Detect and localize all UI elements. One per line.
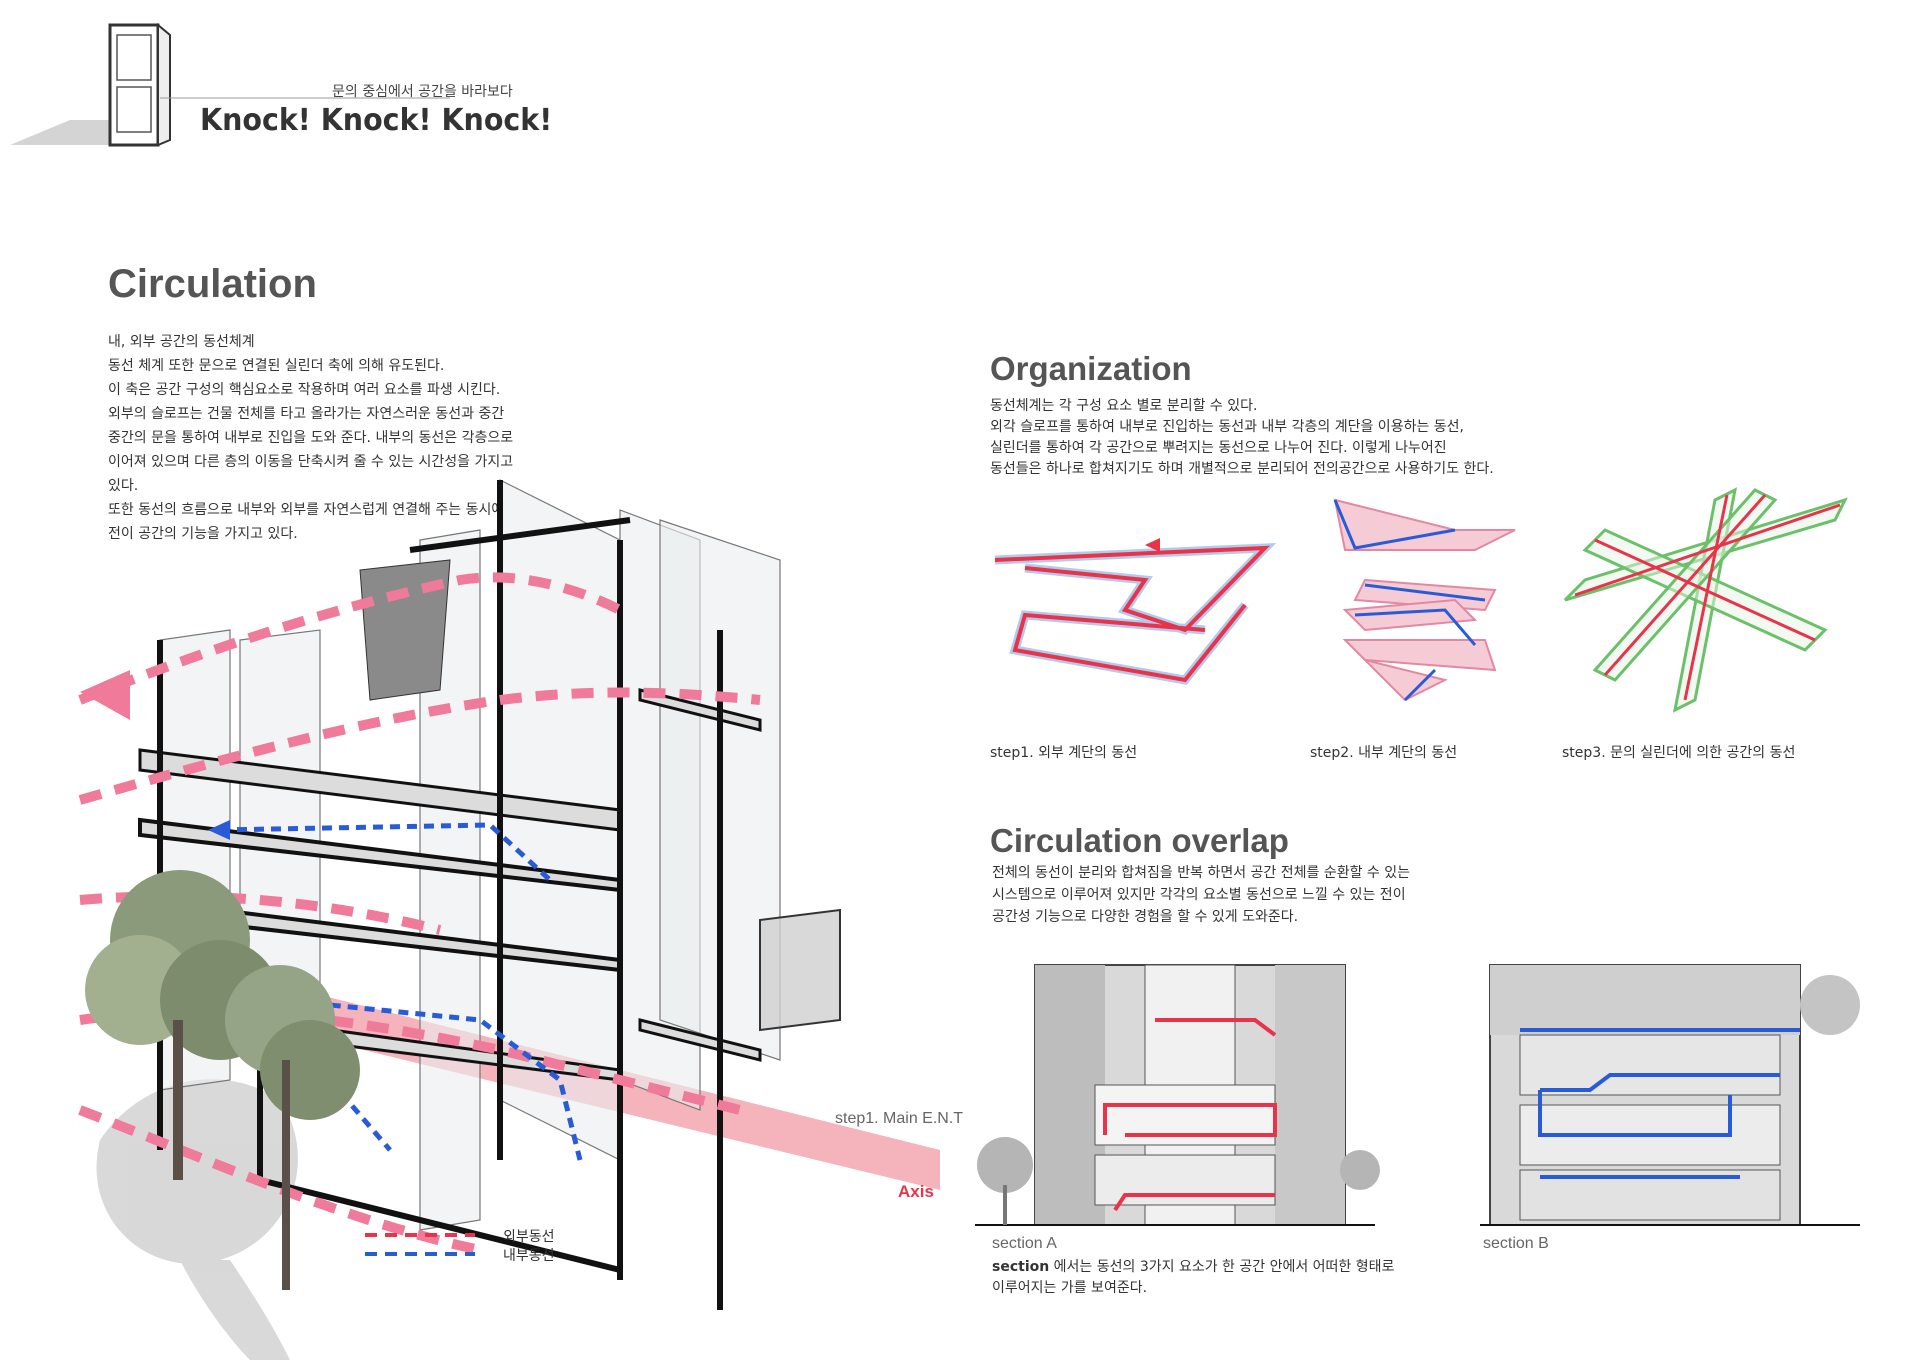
overlap-line: 시스템으로 이루어져 있지만 각각의 요소별 동선으로 느낄 수 있는 전이 — [992, 884, 1410, 906]
step2-internal-stair-diagram — [1325, 490, 1525, 710]
step1-label: step1. 외부 계단의 동선 — [990, 742, 1137, 762]
organization-line: 외각 슬로프를 통하여 내부로 진입하는 동선과 내부 각층의 계단을 이용하는… — [990, 417, 1494, 438]
circulation-line: 내, 외부 공간의 동선체계 — [108, 330, 513, 354]
cantilever-box — [760, 910, 840, 1030]
legend-internal-label: 내부동선 — [503, 1245, 555, 1265]
step3-cylinder-diagram — [1555, 480, 1855, 710]
circulation-line: 중간의 문을 통하여 내부로 진입을 도와 준다. 내부의 동선은 각층으로 — [108, 426, 513, 450]
header-logo: 문의 중심에서 공간을 바라보다 Knock! Knock! Knock! — [10, 15, 550, 155]
overlap-line: 공간성 기능으로 다양한 경험을 할 수 있게 도와준다. — [992, 906, 1410, 928]
external-arrow — [80, 670, 130, 720]
section-b-label: section B — [1483, 1235, 1549, 1253]
organization-line: 동선체계는 각 구성 요소 별로 분리할 수 있다. — [990, 396, 1494, 417]
organization-line: 동선들은 하나로 합쳐지기도 하며 개별적으로 분리되어 전의공간으로 사용하기… — [990, 459, 1494, 480]
organization-line: 실린더를 통하여 각 공간으로 뿌려지는 동선으로 나누어 진다. 이렇게 나누… — [990, 438, 1494, 459]
section-caption-line2: 이루어지는 가를 보여준다. — [992, 1278, 1394, 1299]
overlap-paragraph: 전체의 동선이 분리와 합쳐짐을 반복 하면서 공간 전체를 순환할 수 있는 … — [992, 862, 1410, 928]
section-a-label: section A — [992, 1235, 1057, 1253]
organization-paragraph: 동선체계는 각 구성 요소 별로 분리할 수 있다. 외각 슬로프를 통하여 내… — [990, 396, 1494, 480]
legend-external-label: 외부동선 — [503, 1226, 555, 1246]
circulation-line: 동선 체계 또한 문으로 연결된 실린더 축에 의해 유도된다. — [108, 354, 513, 378]
section-b-drawing — [1480, 955, 1860, 1255]
overlap-line: 전체의 동선이 분리와 합쳐짐을 반복 하면서 공간 전체를 순환할 수 있는 — [992, 862, 1410, 884]
step3-label: step3. 문의 실린더에 의한 공간의 동선 — [1562, 742, 1795, 762]
circulation-line: 이 축은 공간 구성의 핵심요소로 작용하며 여러 요소를 파생 시킨다. — [108, 378, 513, 402]
circulation-line: 외부의 슬로프는 건물 전체를 타고 올라가는 자연스러운 동선과 중간 — [108, 402, 513, 426]
section-caption-text: 에서는 동선의 3가지 요소가 한 공간 안에서 어떠한 형태로 — [1049, 1259, 1394, 1275]
section-caption-prefix: section — [992, 1259, 1049, 1275]
tree-shadow — [97, 1079, 298, 1360]
legend: 외부동선 내부동선 — [365, 1225, 585, 1265]
step2-label: step2. 내부 계단의 동선 — [1310, 742, 1457, 762]
axis-label: Axis — [898, 1182, 934, 1201]
circulation-heading: Circulation — [108, 262, 317, 307]
header-title: Knock! Knock! Knock! — [200, 103, 552, 138]
step1-main-label: step1. Main E.N.T — [835, 1110, 963, 1127]
header-subtitle: 문의 중심에서 공간을 바라보다 — [332, 81, 513, 101]
section-caption: section 에서는 동선의 3가지 요소가 한 공간 안에서 어떠한 형태로… — [992, 1257, 1394, 1299]
step1-external-stair-diagram — [985, 520, 1285, 720]
organization-heading: Organization — [990, 350, 1192, 388]
overlap-heading: Circulation overlap — [990, 822, 1289, 860]
section-a-drawing — [975, 955, 1375, 1255]
